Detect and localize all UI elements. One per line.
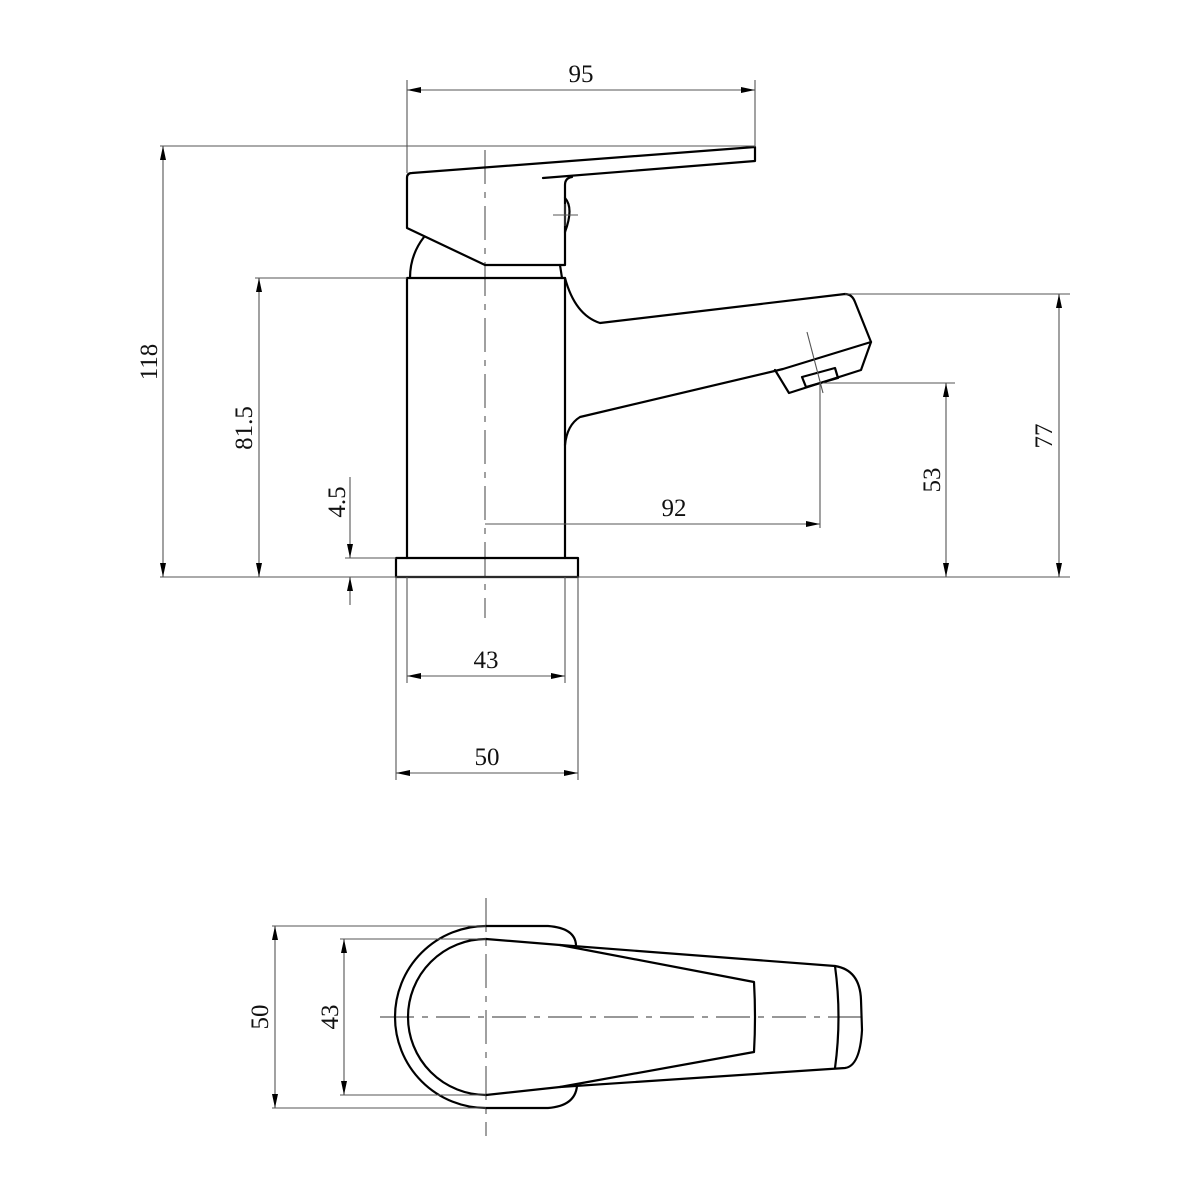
indicator-button	[563, 196, 571, 234]
top-base-outline	[393, 924, 579, 1110]
dim-label-spout-height: 77	[1031, 424, 1058, 449]
top-lever-tip	[833, 964, 840, 1070]
top-view: 50 43	[247, 898, 864, 1136]
dim-label-body-height: 81.5	[231, 406, 258, 450]
side-view: 95 118 81.5 4.5 92 53 77 43 50	[136, 61, 1070, 780]
lever-dome	[408, 235, 426, 280]
dim-label-outlet-height: 53	[919, 468, 946, 493]
dim-label-overall-height: 118	[136, 344, 163, 381]
dim-label-overall-width: 95	[569, 61, 594, 88]
top-dim-label-body-diameter: 43	[317, 1005, 344, 1030]
dim-label-base-diameter: 50	[475, 744, 500, 771]
body-cylinder	[405, 276, 567, 560]
top-dim-label-base-diameter: 50	[247, 1005, 274, 1030]
aerator-outlet	[800, 366, 840, 389]
dim-label-base-height: 4.5	[324, 486, 351, 517]
base-plate	[394, 556, 580, 579]
top-body-outline	[406, 937, 488, 1097]
dim-label-body-diameter: 43	[474, 647, 499, 674]
lever-handle	[405, 145, 757, 180]
dim-label-spout-reach: 92	[662, 495, 687, 522]
top-lever-taper	[558, 943, 757, 1089]
spout	[563, 276, 873, 447]
lever-body	[405, 175, 574, 267]
top-lever-outline	[484, 937, 864, 1097]
